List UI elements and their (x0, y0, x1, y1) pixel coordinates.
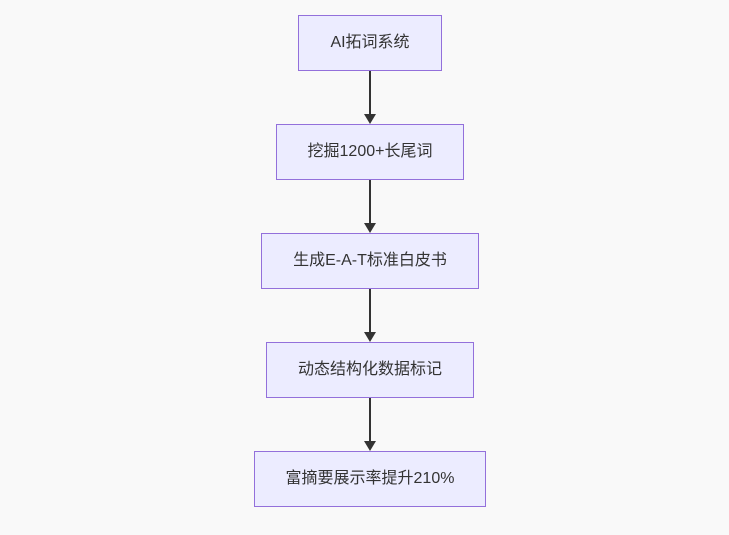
arrowhead-down-icon (364, 332, 376, 342)
edge-arrow-1 (364, 71, 376, 124)
arrowhead-down-icon (364, 441, 376, 451)
flow-node-ai-keyword-system: AI拓词系统 (298, 15, 442, 71)
edge-arrow-3 (364, 289, 376, 342)
arrowhead-down-icon (364, 223, 376, 233)
arrow-line (369, 398, 371, 441)
edge-arrow-2 (364, 180, 376, 233)
arrow-line (369, 180, 371, 223)
flowchart-column: AI拓词系统 挖掘1200+长尾词 生成E-A-T标准白皮书 动态结构化数据标记… (253, 15, 487, 507)
flow-node-longtail-mining: 挖掘1200+长尾词 (275, 124, 465, 180)
arrowhead-down-icon (364, 114, 376, 124)
flow-node-rich-snippet-uplift: 富摘要展示率提升210% (253, 451, 487, 507)
flow-node-eat-whitepaper: 生成E-A-T标准白皮书 (261, 233, 479, 289)
flow-node-structured-data-markup: 动态结构化数据标记 (265, 342, 474, 398)
arrow-line (369, 71, 371, 114)
arrow-line (369, 289, 371, 332)
edge-arrow-4 (364, 398, 376, 451)
